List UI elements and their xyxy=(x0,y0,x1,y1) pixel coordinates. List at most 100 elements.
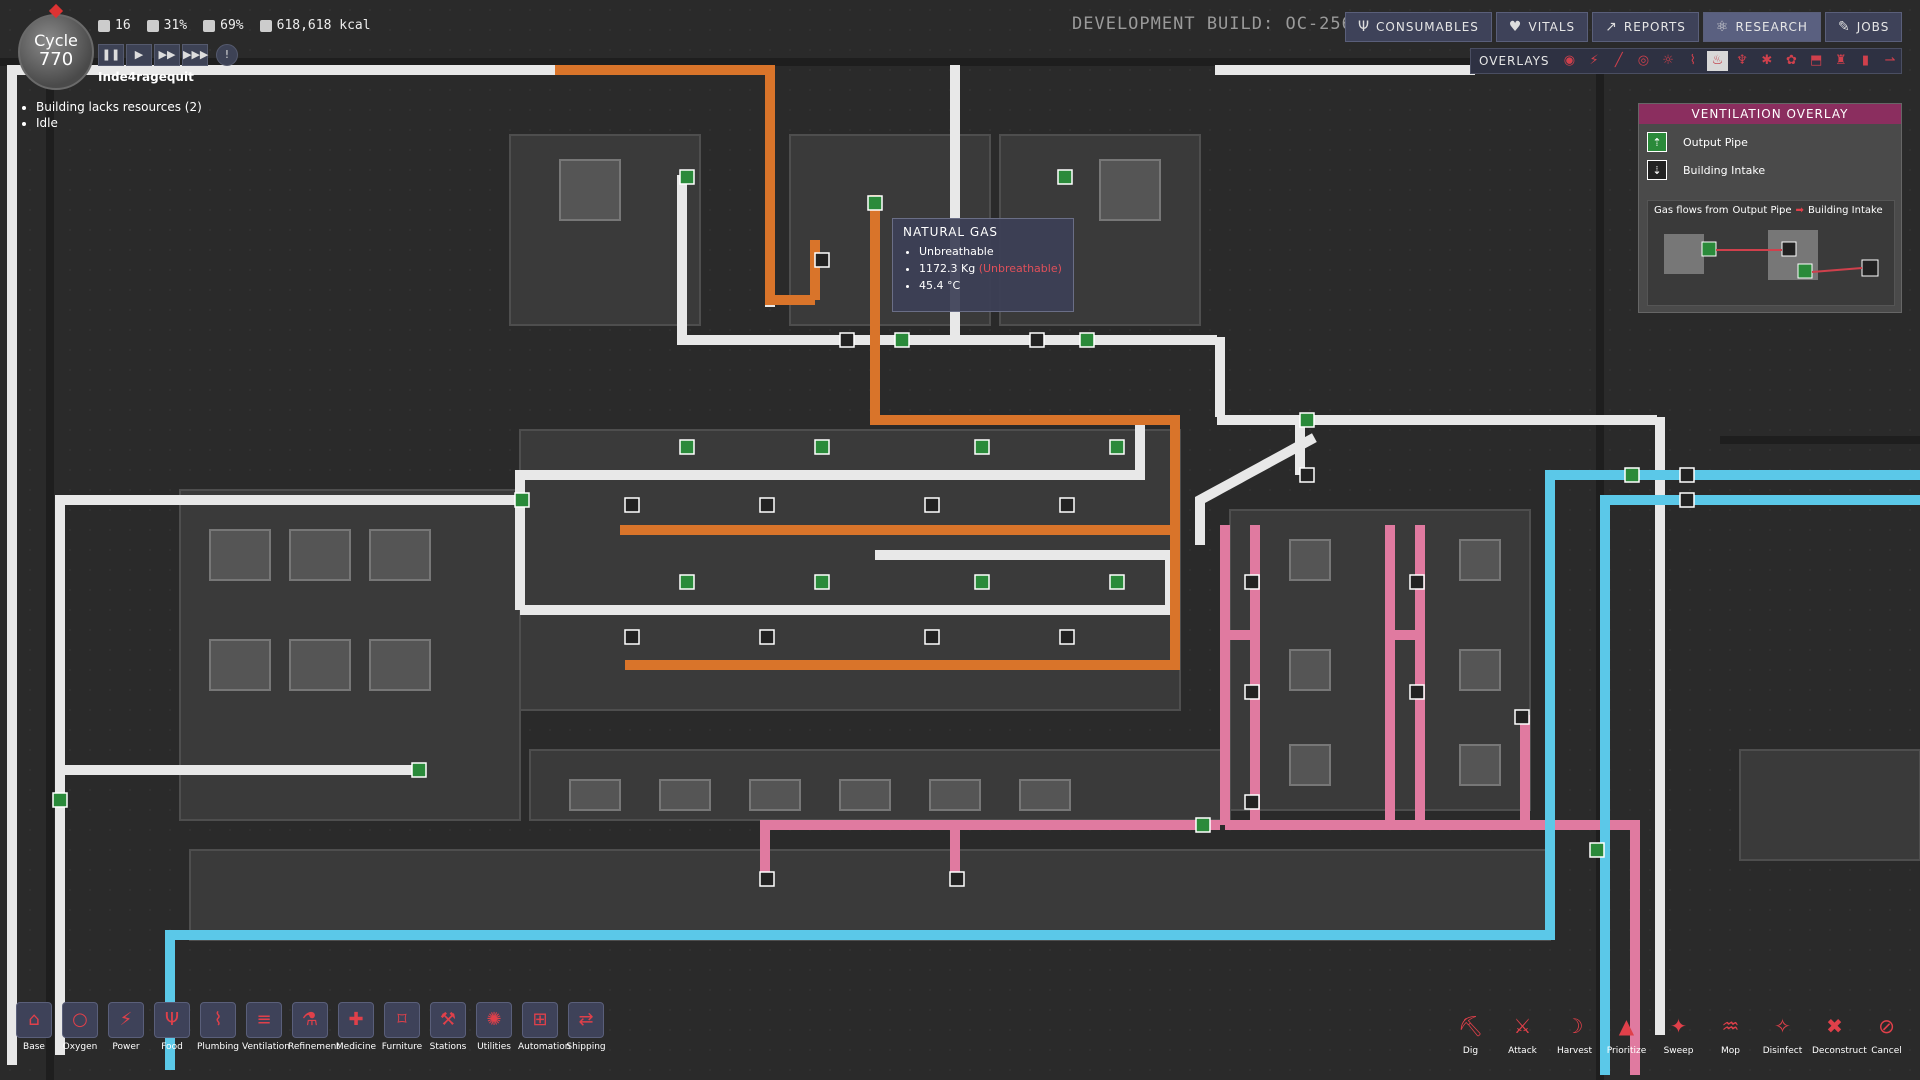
stat-sunlight[interactable]: 69% xyxy=(203,18,244,33)
tab-reports[interactable]: ↗REPORTS xyxy=(1592,12,1699,42)
tab-jobs[interactable]: ✎JOBS xyxy=(1824,12,1903,42)
pause-button[interactable]: ❚❚ xyxy=(98,44,124,66)
flow-illustration xyxy=(1664,230,1879,280)
build-medicine[interactable]: ✚Medicine xyxy=(334,1002,378,1052)
cyan-gas-pipe[interactable] xyxy=(165,470,1920,1080)
red-alert-button[interactable]: ! xyxy=(216,44,238,66)
speed-3-button[interactable]: ▶▶▶ xyxy=(182,44,208,66)
automation-overlay-icon[interactable]: ▮ xyxy=(1861,53,1870,68)
speed-controls: ❚❚ ▶ ▶▶ ▶▶▶ ! xyxy=(98,44,238,66)
tool-sweep[interactable]: ✦Sweep xyxy=(1656,1010,1701,1056)
food-icon xyxy=(259,19,272,32)
tooltip-line: Unbreathable xyxy=(919,245,1073,258)
status-item[interactable]: Building lacks resources (2) xyxy=(36,100,202,114)
stress-icon xyxy=(146,19,159,32)
refinement-icon: ⚗ xyxy=(292,1002,328,1038)
sun-icon xyxy=(203,19,216,32)
speed-1-button[interactable]: ▶ xyxy=(126,44,152,66)
tooltip-temperature: 45.4 °C xyxy=(919,279,1073,292)
tool-dig[interactable]: ⛏Dig xyxy=(1448,1010,1493,1056)
tool-mop[interactable]: ♒Mop xyxy=(1708,1010,1753,1056)
power-overlay-icon[interactable]: ⚡ xyxy=(1589,53,1599,68)
duplicant-name[interactable]: Inde4ragequit xyxy=(98,70,194,84)
tool-disinfect[interactable]: ✧Disinfect xyxy=(1760,1010,1805,1056)
stat-duplicants[interactable]: 16 xyxy=(98,18,131,33)
ventilation-overlay-icon[interactable]: ♨ xyxy=(1706,51,1729,71)
power-icon: ⚡ xyxy=(108,1002,144,1038)
tool-harvest[interactable]: ☽Harvest xyxy=(1552,1010,1597,1056)
prioritize-icon: ▲ xyxy=(1618,1014,1635,1038)
shipping-icon: ⇄ xyxy=(568,1002,604,1038)
build-automation[interactable]: ⊞Automation xyxy=(518,1002,570,1052)
food-icon: Ψ xyxy=(154,1002,190,1038)
speed-2-button[interactable]: ▶▶ xyxy=(154,44,180,66)
tooltip-title: NATURAL GAS xyxy=(903,225,999,239)
vent-markers[interactable] xyxy=(52,169,1695,887)
plumbing-icon: ⌇ xyxy=(200,1002,236,1038)
furniture-icon: ⌑ xyxy=(384,1002,420,1038)
cycle-indicator[interactable]: Cycle 770 xyxy=(18,3,94,90)
tool-cancel[interactable]: ⊘Cancel xyxy=(1864,1010,1909,1056)
research-icon: ⚛ xyxy=(1715,19,1730,35)
duplicant-icon xyxy=(98,19,110,32)
build-oxygen[interactable]: ○Oxygen xyxy=(58,1002,102,1052)
tab-vitals[interactable]: ♥VITALS xyxy=(1495,12,1589,42)
suits-overlay-icon[interactable]: ♜ xyxy=(1834,53,1847,68)
oxygen-icon: ○ xyxy=(62,1002,98,1038)
automation-icon: ⊞ xyxy=(522,1002,558,1038)
sweep-icon: ✦ xyxy=(1670,1014,1687,1038)
build-plumbing[interactable]: ⌇Plumbing xyxy=(196,1002,240,1052)
farming-overlay-icon[interactable]: ✿ xyxy=(1785,53,1797,68)
conveyor-overlay-icon[interactable]: ⇀ xyxy=(1884,53,1896,68)
build-ventilation[interactable]: ≡Ventilation xyxy=(242,1002,290,1052)
consumables-icon: Ψ xyxy=(1358,19,1371,35)
jobs-icon: ✎ xyxy=(1837,19,1851,35)
oxygen-overlay-icon[interactable]: ◉ xyxy=(1563,53,1576,68)
medicine-icon: ✚ xyxy=(338,1002,374,1038)
deconstruct-icon: ✖ xyxy=(1826,1014,1843,1038)
stat-stress[interactable]: 31% xyxy=(146,18,187,33)
temperature-overlay-icon[interactable]: ╱ xyxy=(1614,53,1623,68)
tool-deconstruct[interactable]: ✖Deconstruct xyxy=(1812,1010,1867,1056)
status-item[interactable]: Idle xyxy=(36,116,202,130)
light-overlay-icon[interactable]: ☼ xyxy=(1662,53,1674,68)
stat-food[interactable]: 618,618 kcal xyxy=(259,18,371,33)
flow-diagram: Gas flows from Output Pipe ➡ Building In… xyxy=(1647,200,1895,306)
germs-overlay-icon[interactable]: ✱ xyxy=(1761,53,1773,68)
build-furniture[interactable]: ⌑Furniture xyxy=(380,1002,424,1052)
rooms-overlay-icon[interactable]: ⬒ xyxy=(1809,53,1823,68)
decor-overlay-icon[interactable]: ⌇ xyxy=(1689,53,1696,68)
cancel-icon: ⊘ xyxy=(1878,1014,1895,1038)
orange-gas-pipe[interactable] xyxy=(555,65,1180,670)
cycle-number: 770 xyxy=(38,49,74,70)
materials-overlay-icon[interactable]: ◎ xyxy=(1637,53,1650,68)
building-intake-icon: ⇣ xyxy=(1647,160,1667,180)
attack-icon: ⚔ xyxy=(1513,1014,1532,1038)
legend-output: ⇡ Output Pipe xyxy=(1639,124,1901,152)
build-shipping[interactable]: ⇄Shipping xyxy=(564,1002,608,1052)
cycle-label: Cycle xyxy=(34,31,78,50)
pink-gas-pipe[interactable] xyxy=(760,525,1640,1080)
build-base[interactable]: ⌂Base xyxy=(12,1002,56,1052)
stations-icon: ⚒ xyxy=(430,1002,466,1038)
tool-prioritize[interactable]: ▲Prioritize xyxy=(1604,1010,1649,1056)
tab-research[interactable]: ⚛RESEARCH xyxy=(1702,12,1821,42)
build-power[interactable]: ⚡Power xyxy=(104,1002,148,1052)
build-utilities[interactable]: ✺Utilities xyxy=(472,1002,516,1052)
tool-attack[interactable]: ⚔Attack xyxy=(1500,1010,1545,1056)
overlays-label: OVERLAYS xyxy=(1479,54,1550,68)
status-list: Building lacks resources (2) Idle xyxy=(22,98,202,132)
base-icon: ⌂ xyxy=(16,1002,52,1038)
plumbing-overlay-icon[interactable]: ♆ xyxy=(1736,53,1748,68)
build-stations[interactable]: ⚒Stations xyxy=(426,1002,470,1052)
mop-icon: ♒ xyxy=(1721,1014,1740,1038)
ventilation-icon: ≡ xyxy=(246,1002,282,1038)
build-refinement[interactable]: ⚗Refinement xyxy=(288,1002,340,1052)
disinfect-icon: ✧ xyxy=(1774,1014,1791,1038)
overlays-bar: OVERLAYS ◉ ⚡ ╱ ◎ ☼ ⌇ ♨ ♆ ✱ ✿ ⬒ ♜ ▮ ⇀ xyxy=(1470,48,1902,74)
dev-build-label: DEVELOPMENT BUILD: OC-256131 xyxy=(1072,14,1387,34)
